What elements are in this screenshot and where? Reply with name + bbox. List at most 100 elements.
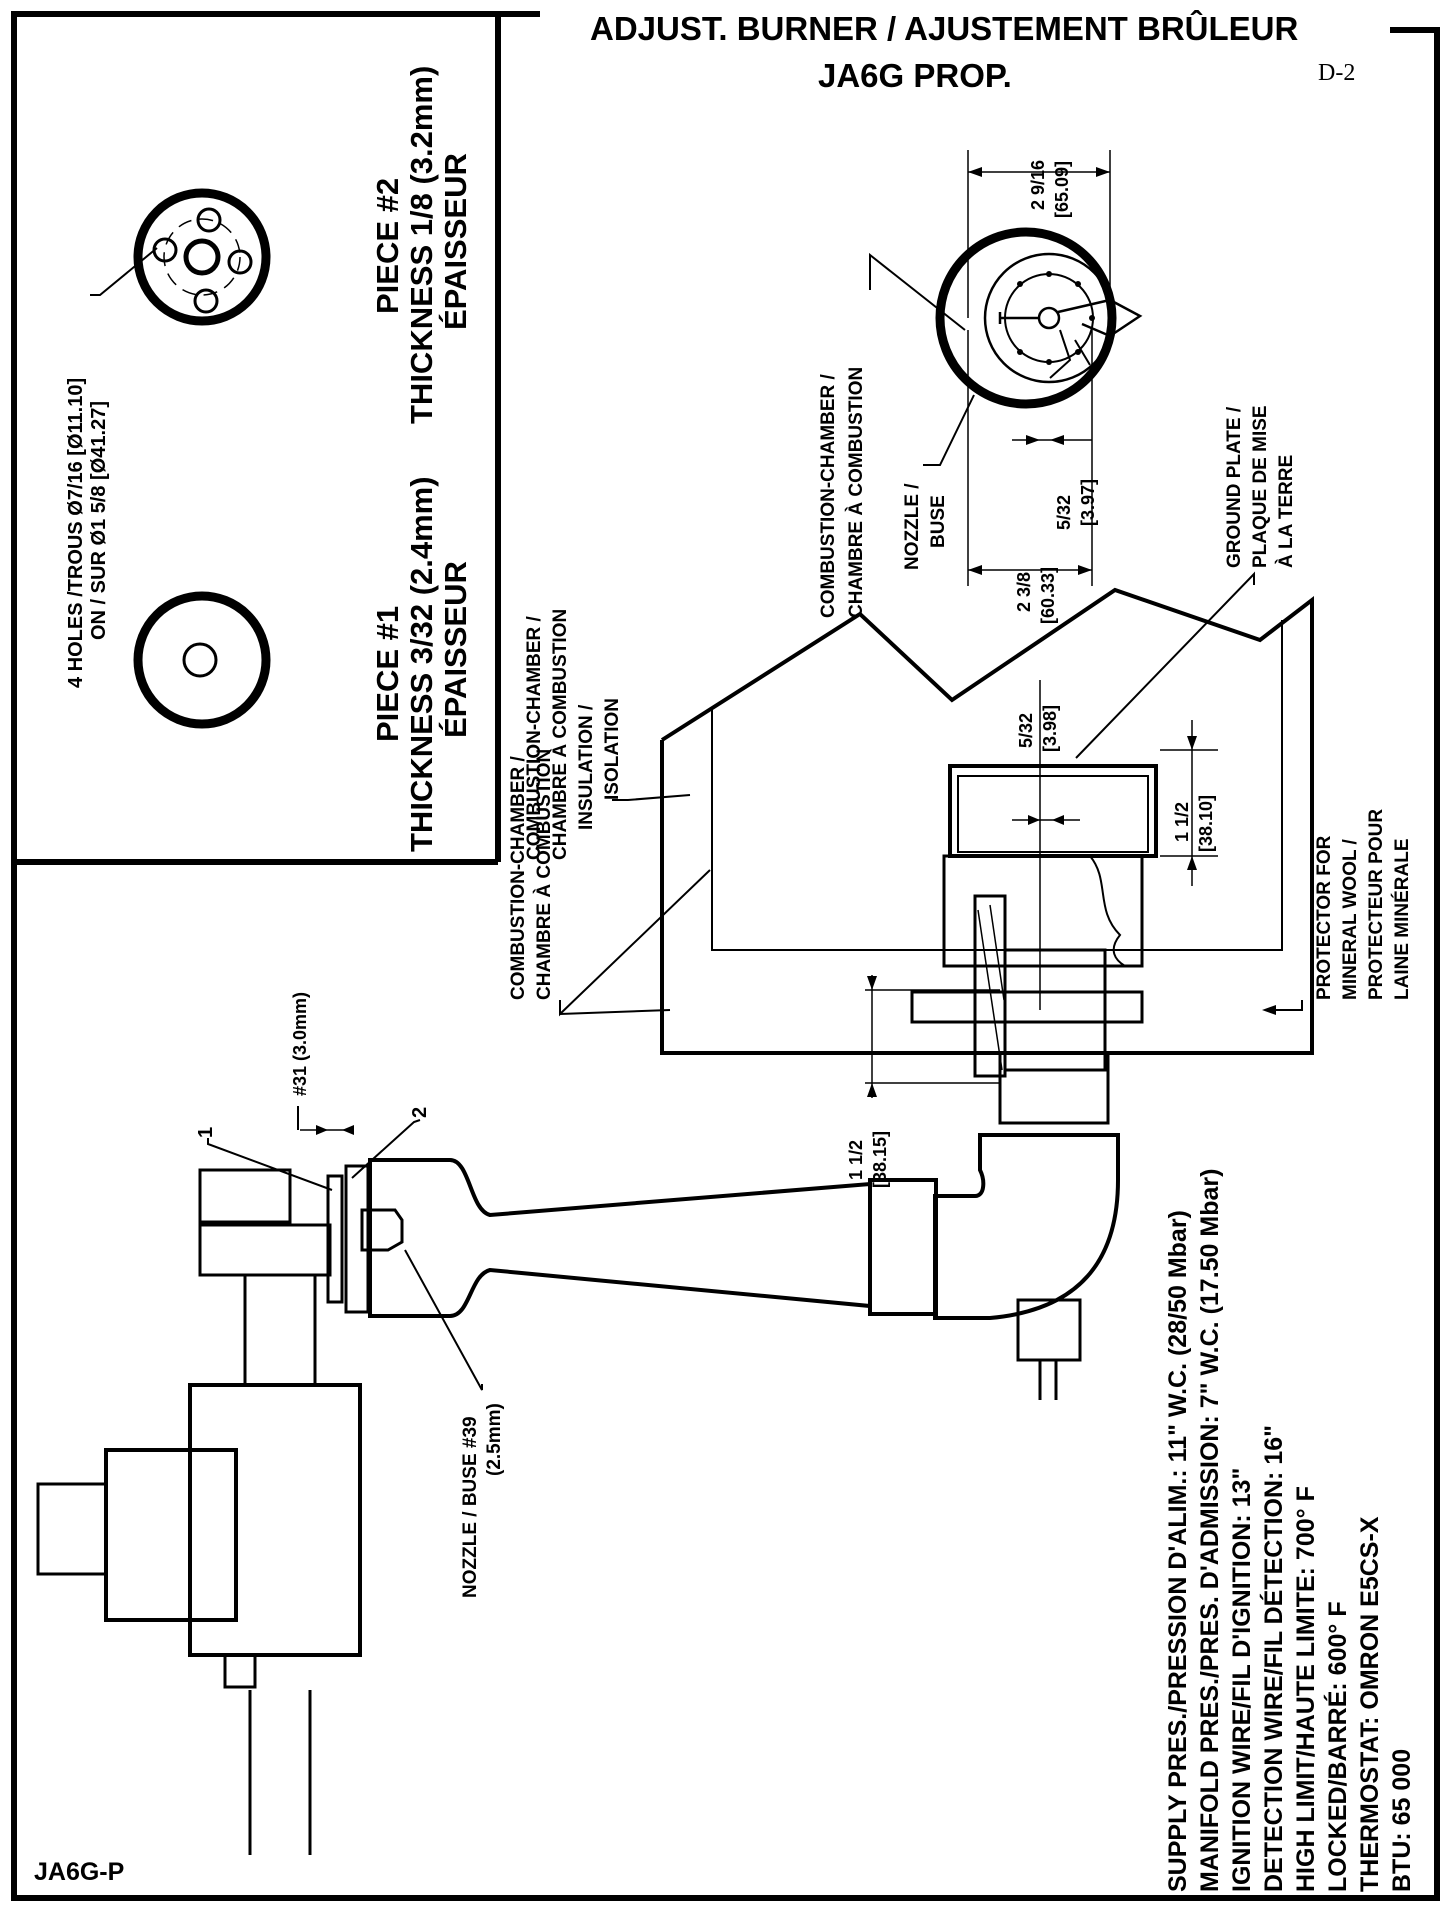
piece-1-epaisseur: ÉPAISSEUR: [438, 561, 473, 738]
spec-btu: BTU: 65 000: [1388, 1749, 1416, 1892]
riser-dim-b: [38.15]: [870, 1131, 890, 1188]
venturi-mixer: [368, 1158, 872, 1318]
arrow: [1262, 1005, 1276, 1015]
arrow: [342, 1125, 354, 1135]
ground-plate-line-2: PLAQUE DE MISE: [1250, 405, 1271, 568]
arrow: [1052, 815, 1064, 825]
callout-2: 2: [409, 1107, 431, 1118]
piece-1-thickness: THICKNESS 3/32 (2.4mm): [404, 476, 439, 852]
burner-head: [983, 252, 1115, 384]
protector-label-2: MINERAL WOOL /: [1340, 838, 1361, 1000]
piece-1-title: PIECE #1: [370, 606, 405, 742]
arrow: [968, 565, 982, 575]
valve-outlet: [198, 1168, 292, 1224]
arrow: [1187, 736, 1197, 750]
holes-leader: [90, 247, 158, 296]
dim-gap-a: 5/32: [1054, 495, 1074, 530]
insulation-label-2: CHAMBRE À COMBUSTION: [549, 609, 571, 860]
air-shutter-plate: [344, 1164, 370, 1314]
height-dim-a: 1 1/2: [1172, 802, 1192, 842]
title-line-2: JA6G PROP.: [818, 57, 1012, 94]
holes-note-line-1: 4 HOLES /TROUS Ø7/16 [Ø11.10]: [65, 378, 87, 688]
ground-plate: [948, 764, 1158, 858]
port: [1075, 281, 1081, 287]
elbow: [933, 1133, 1120, 1320]
gap-dim-a: 5/32: [1016, 713, 1036, 748]
port: [1017, 281, 1023, 287]
dim-left-a: 2 3/8: [1014, 572, 1034, 612]
riser-pipe: [998, 1051, 1110, 1125]
dim-gap-b: [3.97]: [1078, 479, 1098, 526]
inset-pieces: 4 HOLES /TROUS Ø7/16 [Ø11.10] ON / SUR Ø…: [65, 66, 473, 852]
spec-detection-wire: DETECTION WIRE/FIL DÉTECTION: 16": [1259, 1425, 1288, 1892]
nozzle-body: [360, 1208, 404, 1252]
break-line: [1089, 855, 1126, 967]
protector-label-1: PROTECTOR FOR: [1314, 835, 1335, 1000]
dim-top-a: 2 9/16: [1028, 160, 1048, 210]
electrode-bracket: [1049, 329, 1091, 379]
insulation-leader: [612, 794, 691, 801]
callout-2-leader: [351, 1119, 421, 1179]
arrow: [316, 1125, 328, 1135]
igniter-body: [1016, 1298, 1082, 1362]
dim-left-b: [60.33]: [1038, 567, 1058, 624]
piece-2-thickness: THICKNESS 1/8 (3.2mm): [404, 66, 439, 424]
hatch: [989, 904, 1005, 1001]
pipe-stub: [243, 1273, 317, 1387]
piece-2-epaisseur: ÉPAISSEUR: [438, 153, 473, 330]
callout-1-leader: [207, 1138, 333, 1191]
nozzle-center: [1037, 306, 1061, 330]
orifice-dim-label: #31 (3.0mm): [290, 992, 310, 1096]
ground-plate-line-1: GROUND PLATE /: [1224, 406, 1245, 568]
nozzle-leader: [923, 394, 975, 466]
port: [1046, 359, 1052, 365]
burner-section-view: 5/32 [3.98] 1 1/2 [38.10] 1 1/2 [38.15]: [36, 587, 1413, 1855]
piece-2-bolt-circle: [163, 218, 241, 296]
nozzle-size-label-1: NOZZLE / BUSE #39: [460, 1416, 481, 1598]
ground-plate-inner: [957, 775, 1149, 853]
chamber-leader: [869, 252, 966, 331]
combustion-chamber-outline: [660, 587, 1314, 1055]
spec-locked: LOCKED/BARRÉ: 600° F: [1323, 1601, 1352, 1892]
top-chamber-line-1: COMBUSTION-CHAMBER /: [818, 373, 839, 618]
specifications-list: SUPPLY PRES./PRESSION D'ALIM.: 11" W.C. …: [1164, 1169, 1416, 1892]
arrow: [1050, 435, 1064, 445]
piece-1-hole: [182, 642, 218, 678]
gas-valve-operator: [104, 1448, 238, 1622]
protector-leader: [1268, 1000, 1303, 1011]
spec-supply-pressure: SUPPLY PRES./PRESSION D'ALIM.: 11" W.C. …: [1164, 1210, 1192, 1892]
nozzle-size-label-2: (2.5mm): [484, 1403, 505, 1476]
piece-2-hole-bottom: [193, 288, 219, 314]
gas-valve-knob: [36, 1482, 108, 1576]
arrow: [867, 976, 877, 990]
burner-base: [1003, 948, 1107, 1072]
top-nozzle-line-1: NOZZLE /: [902, 483, 923, 570]
piece-2-hole-left: [152, 237, 178, 263]
spec-high-limit: HIGH LIMIT/HAUTE LIMITE: 700° F: [1292, 1486, 1320, 1892]
arrow: [867, 1083, 877, 1097]
title-line-1: ADJUST. BURNER / AJUSTEMENT BRÛLEUR: [590, 9, 1298, 47]
orifice-plate: [326, 1174, 344, 1304]
nozzle-leader: [404, 1249, 483, 1391]
height-dim-b: [38.10]: [1196, 795, 1216, 852]
piece-2-hole-top: [196, 207, 222, 233]
title-block: ADJUST. BURNER / AJUSTEMENT BRÛLEUR JA6G…: [590, 9, 1355, 94]
port: [1075, 349, 1081, 355]
electrode-arm: [998, 312, 1040, 324]
piece-1-disc: [133, 591, 271, 729]
piece-2-disc: [133, 188, 271, 326]
port: [1089, 315, 1095, 321]
arrow: [1026, 435, 1040, 445]
insulation-label-1: COMBUSTION-CHAMBER /: [524, 615, 545, 860]
top-nozzle-line-2: BUSE: [928, 495, 949, 548]
ground-strap: [1057, 298, 1143, 338]
insulation-label-4: ISOLATION: [602, 698, 623, 800]
chamber-leader: [559, 1009, 671, 1015]
burner-top-view: 2 9/16 [65.09] 2 3/8 [60.33] 5/32 [3.97]…: [818, 150, 1297, 759]
spec-thermostat: THERMOSTAT: OMRON E5CS-X: [1356, 1516, 1384, 1892]
dim-top-b: [65.09]: [1052, 161, 1072, 218]
valve-tab: [223, 1653, 257, 1689]
riser-dim-a: 1 1/2: [846, 1140, 866, 1180]
chamber-leader: [559, 869, 711, 1017]
